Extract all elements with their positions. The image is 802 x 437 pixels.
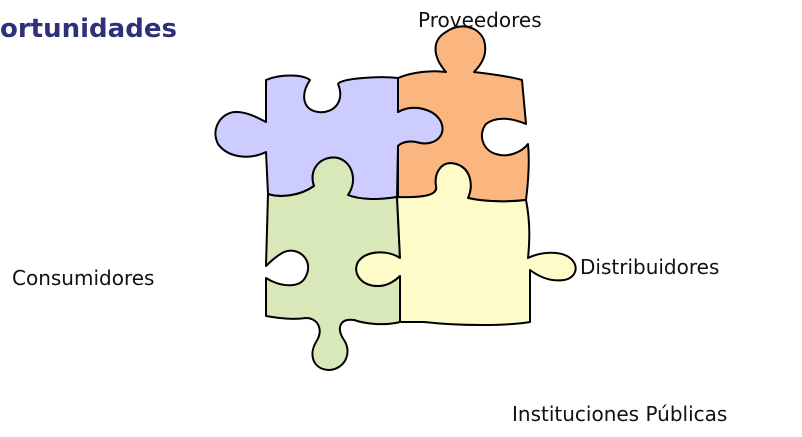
puzzle-piece-bottom-left: [265, 156, 401, 371]
slide-title: ortunidades: [0, 14, 177, 44]
label-consumidores: Consumidores: [12, 266, 155, 290]
puzzle-piece-top-right: [397, 25, 530, 203]
label-instituciones-publicas: Instituciones Públicas: [512, 402, 728, 426]
puzzle-piece-bottom-right: [355, 162, 577, 326]
label-proveedores: Proveedores: [418, 8, 542, 32]
label-distribuidores: Distribuidores: [580, 255, 720, 279]
